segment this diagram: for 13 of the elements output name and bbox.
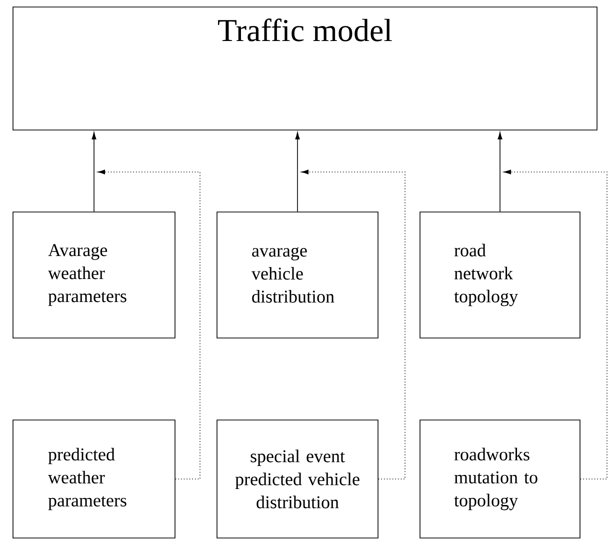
arrow <box>98 170 200 480</box>
arrow <box>92 132 96 212</box>
input-box: Avarage weather parameters <box>12 212 176 338</box>
arrow <box>295 132 300 212</box>
input-box: predicted weather parameters <box>12 420 176 538</box>
arrow <box>504 170 608 480</box>
arrow <box>301 170 406 480</box>
input-box: roadworks mutation to topology <box>420 420 580 538</box>
model-box: Traffic model <box>12 6 598 130</box>
input-box: road network topology <box>420 212 580 338</box>
arrow <box>498 132 502 212</box>
input-box: special event predicted vehicle distribution <box>216 420 378 538</box>
input-box: avarage vehicle distribution <box>216 212 378 338</box>
